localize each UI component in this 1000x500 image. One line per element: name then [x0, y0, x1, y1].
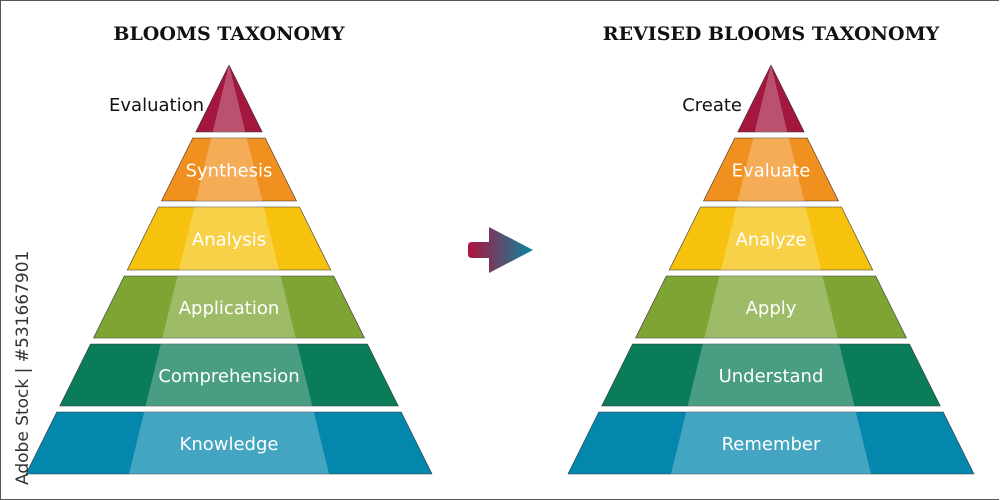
level-highlight: [129, 412, 329, 474]
arrow-right-icon: [468, 227, 533, 273]
level-highlight: [162, 276, 296, 338]
left-pyramid: EvaluationSynthesisAnalysisApplicationCo…: [25, 64, 433, 475]
pyramid-level-4: Application: [93, 275, 365, 339]
level-shape: [567, 411, 975, 475]
level-highlight: [754, 65, 788, 132]
pyramid-level-2: Synthesis: [161, 137, 297, 202]
level-label: Understand: [719, 366, 824, 387]
level-shape: [126, 206, 332, 271]
pyramid-level-1: Evaluation: [109, 64, 263, 133]
level-shape: [93, 275, 365, 339]
level-label: Knowledge: [180, 434, 279, 455]
level-shape: [737, 64, 805, 133]
level-shape: [668, 206, 874, 271]
level-label: Analyze: [736, 230, 807, 251]
level-highlight: [671, 412, 871, 474]
level-label: Evaluate: [732, 161, 811, 182]
watermark: Adobe Stock | #531667901: [13, 251, 33, 485]
level-shape: [703, 137, 839, 202]
level-label: Synthesis: [186, 161, 273, 182]
level-shape: [161, 137, 297, 202]
level-shape: [601, 343, 941, 407]
right-pyramid: CreateEvaluateAnalyzeApplyUnderstandReme…: [567, 64, 975, 475]
level-label: Application: [179, 298, 280, 319]
level-highlight: [720, 207, 822, 270]
level-label: Create: [682, 95, 742, 116]
level-highlight: [212, 65, 246, 132]
level-highlight: [704, 276, 838, 338]
level-highlight: [178, 207, 280, 270]
level-shape: [25, 411, 433, 475]
level-highlight: [145, 344, 313, 406]
level-label: Evaluation: [109, 95, 204, 116]
pyramid-level-4: Apply: [635, 275, 907, 339]
level-highlight: [737, 138, 805, 201]
pyramid-level-1: Create: [682, 64, 805, 133]
level-highlight: [687, 344, 855, 406]
level-label: Apply: [746, 298, 797, 319]
right-title: REVISED BLOOMS TAXONOMY: [603, 23, 940, 45]
level-label: Analysis: [192, 230, 266, 251]
level-label: Remember: [722, 434, 821, 455]
pyramid-level-5: Comprehension: [59, 343, 399, 407]
pyramid-level-3: Analysis: [126, 206, 332, 271]
pyramid-level-6: Remember: [567, 411, 975, 475]
level-shape: [195, 64, 263, 133]
pyramid-level-6: Knowledge: [25, 411, 433, 475]
level-label: Comprehension: [158, 366, 299, 387]
pyramid-level-5: Understand: [601, 343, 941, 407]
pyramid-level-2: Evaluate: [703, 137, 839, 202]
level-highlight: [195, 138, 263, 201]
level-shape: [59, 343, 399, 407]
level-shape: [635, 275, 907, 339]
pyramid-level-3: Analyze: [668, 206, 874, 271]
left-title: BLOOMS TAXONOMY: [113, 23, 345, 45]
